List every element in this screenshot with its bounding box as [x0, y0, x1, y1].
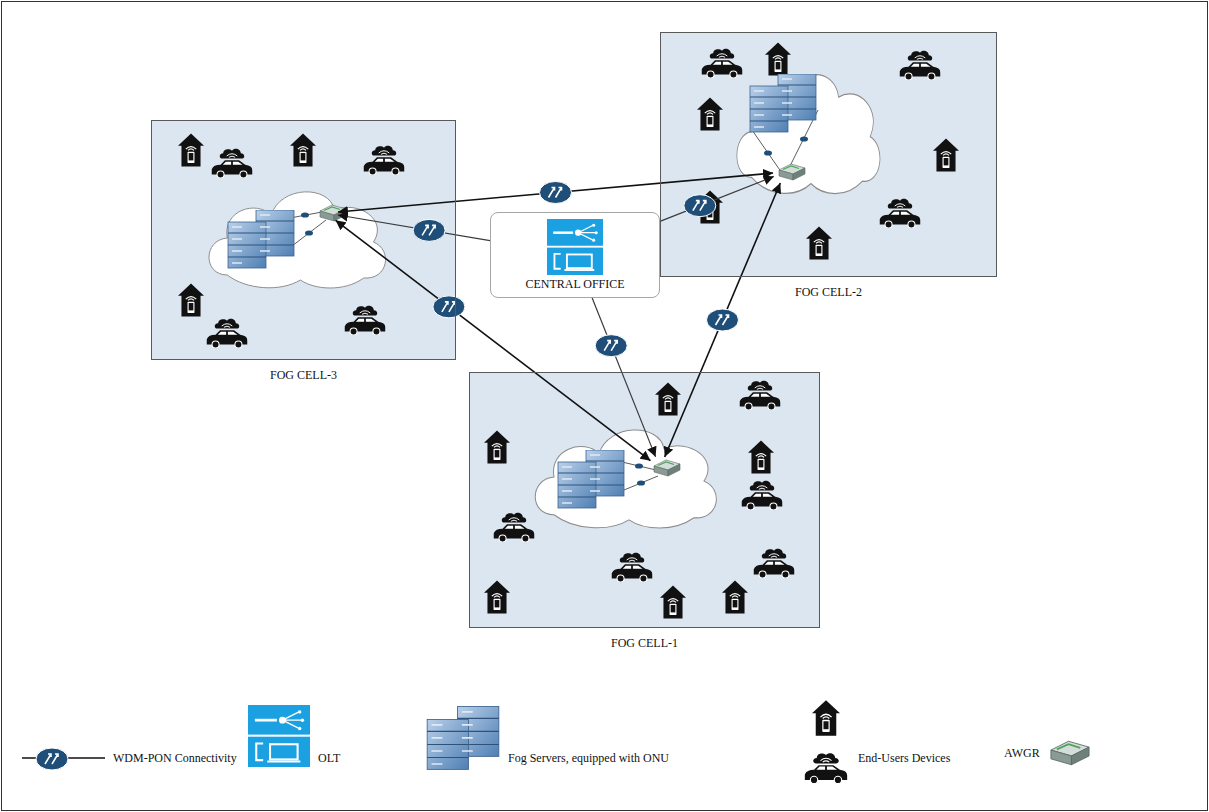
house-icon [178, 134, 204, 167]
connector [336, 173, 781, 461]
wdm-pon-link [338, 215, 490, 241]
legend-sample [36, 748, 68, 770]
wdm-pon-icon [595, 335, 627, 357]
fog-cell: FOG CELL-3 [151, 120, 456, 360]
car-icon [364, 146, 404, 175]
legend-label: Fog Servers, equipped with ONU [508, 751, 669, 765]
house-icon [697, 98, 723, 131]
fog-server [228, 74, 816, 508]
legend-sample [812, 700, 840, 735]
house-icon [655, 383, 681, 416]
wdm-pon-icon [413, 219, 445, 241]
fog-cloud [209, 192, 386, 288]
car-icon [212, 149, 252, 178]
car-icon [740, 381, 780, 410]
wdm-pon-icon [684, 195, 716, 217]
wdm-pon-link [660, 176, 774, 221]
car-icon [900, 51, 940, 80]
legend-sample [1051, 741, 1089, 764]
fog-cell: FOG CELL-2 [660, 32, 997, 277]
onu-marker [800, 136, 808, 141]
onu-marker [635, 463, 643, 468]
house-icon [178, 284, 204, 317]
car-icon [207, 319, 247, 348]
cell-label: FOG CELL-2 [661, 285, 996, 300]
fog-server [558, 450, 624, 508]
fog-server [228, 210, 294, 268]
wdm-pon-link [336, 220, 651, 460]
fog-cloud [209, 75, 880, 528]
legend-sample [805, 753, 847, 783]
cell-fill [469, 372, 820, 628]
central-office: CENTRAL OFFICE [490, 212, 660, 298]
fog-cell: FOG CELL-1 [469, 372, 820, 628]
onu-marker [305, 230, 313, 235]
car-icon [880, 199, 920, 228]
house-icon [748, 441, 774, 474]
legend-label: WDM-PON Connectivity [113, 751, 237, 765]
house-icon [660, 586, 686, 619]
legend-label: End-Users Devices [858, 751, 950, 765]
onu-marker [301, 212, 309, 217]
awgr-router [320, 164, 805, 476]
legend-sample [248, 705, 310, 767]
awgr-router [320, 205, 346, 221]
legend-sample [427, 706, 499, 769]
awgr-router [779, 164, 805, 180]
car-icon [345, 306, 385, 335]
onu-link [622, 462, 658, 490]
fog-cloud [737, 75, 880, 194]
awgr-router [654, 460, 680, 476]
car-icon [702, 49, 742, 78]
onu-marker [301, 136, 808, 485]
car-icon [754, 549, 794, 578]
end-user-devices [178, 43, 959, 619]
house-icon [722, 581, 748, 614]
cell-label: FOG CELL-3 [152, 368, 455, 383]
cell-fill [660, 32, 997, 277]
house-icon [765, 43, 791, 76]
house-icon [290, 134, 316, 167]
wdm-pon-icon [413, 182, 738, 357]
wdm-pon-icon [540, 182, 572, 204]
wdm-pon-link [592, 298, 655, 457]
house-icon [806, 227, 832, 260]
car-icon [494, 513, 534, 542]
onu-marker [637, 480, 645, 485]
office-fill [490, 212, 660, 298]
wdm-pon-icon [433, 296, 465, 318]
car-icon [742, 481, 782, 510]
house-icon [484, 581, 510, 614]
office-label: CENTRAL OFFICE [491, 277, 659, 292]
wdm-pon-link [665, 183, 781, 457]
onu-link [290, 110, 818, 490]
cell-fill [151, 120, 456, 360]
house-icon [933, 139, 959, 172]
cell-fill [151, 32, 997, 628]
wdm-pon-icon [707, 309, 739, 331]
cell-label: FOG CELL-1 [470, 636, 819, 651]
fog-cloud [535, 430, 716, 528]
legend-sample [22, 700, 1089, 783]
legend-label: AWGR [1004, 746, 1040, 760]
legend-label: OLT [318, 751, 340, 765]
onu-marker [764, 150, 772, 155]
olt-icon [547, 219, 603, 275]
fog-server [750, 74, 816, 132]
car-icon [612, 553, 652, 582]
house-icon [484, 431, 510, 464]
